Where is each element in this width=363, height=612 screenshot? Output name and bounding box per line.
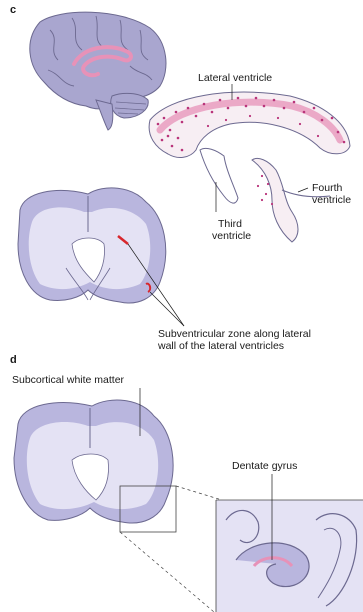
third-ventricle-label-line2: ventricle <box>212 230 251 242</box>
white-matter-label: Subcortical white matter <box>12 374 124 386</box>
svz-label-line1: Subventricular zone along lateral <box>158 328 311 340</box>
brain-lateral-view <box>30 12 166 130</box>
panel-d-letter: d <box>10 354 17 366</box>
svz-label-line2: wall of the lateral ventricles <box>158 340 284 352</box>
dentate-gyrus-label: Dentate gyrus <box>232 460 297 472</box>
fourth-ventricle-label-line2: ventricle <box>312 194 351 206</box>
third-ventricle-label-line1: Third <box>218 218 242 230</box>
panel-c-letter: c <box>10 4 16 16</box>
ventricle-detail <box>149 84 350 242</box>
coronal-section-d <box>14 388 222 612</box>
lateral-ventricle-label: Lateral ventricle <box>198 72 272 84</box>
coronal-section-c <box>18 188 184 326</box>
fourth-ventricle-label-line1: Fourth <box>312 182 342 194</box>
hippocampus-inset <box>216 474 363 612</box>
